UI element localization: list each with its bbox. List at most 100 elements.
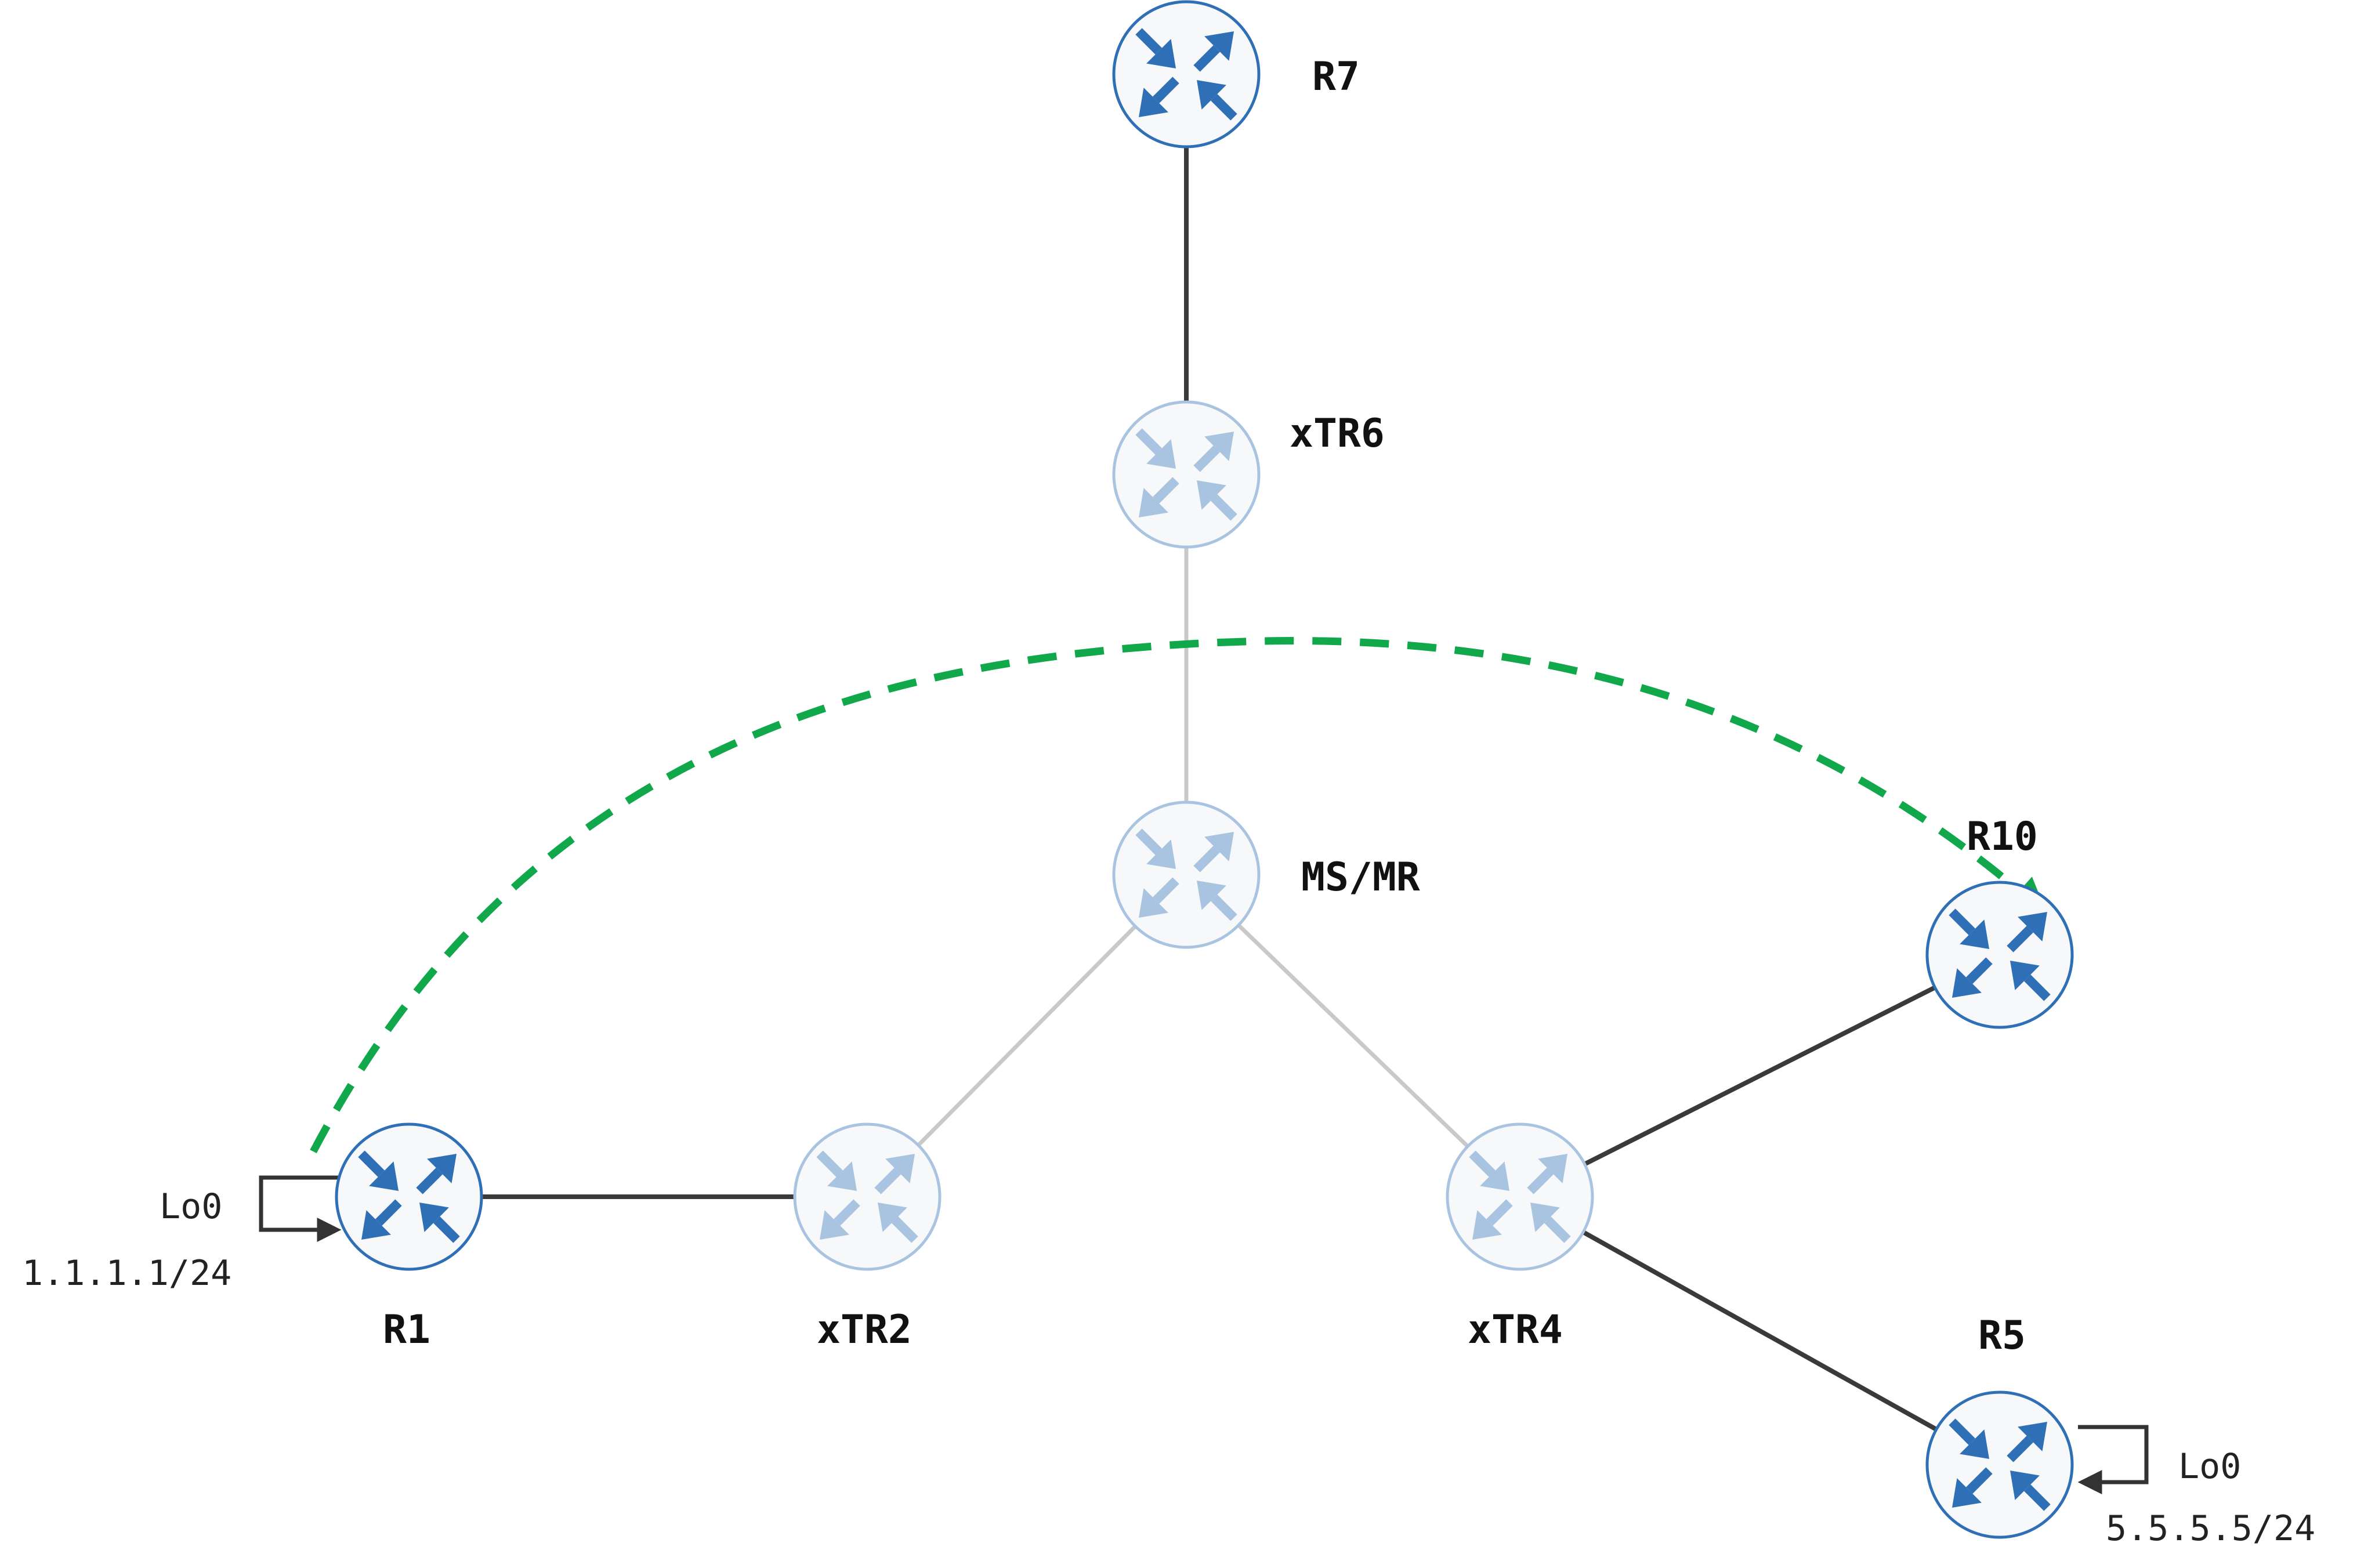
router-icon (1135, 28, 1237, 121)
router-arrow-shaft (1966, 1467, 1993, 1494)
router-arrow-shaft (1193, 45, 1220, 72)
loopback-r5-name: Lo0 (2178, 1446, 2241, 1487)
link-xtr4-r10 (1519, 953, 2001, 1199)
node-label-xtr4: xTR4 (1468, 1307, 1563, 1353)
router-icon (1469, 1150, 1571, 1243)
router-arrow-shaft (1211, 494, 1237, 521)
router-xtr6[interactable] (1112, 400, 1261, 549)
router-arrow-head (361, 1210, 391, 1240)
router-arrow-head (2018, 912, 2047, 941)
router-arrow-head (1952, 968, 1982, 998)
router-icon (816, 1150, 918, 1243)
loopback-r1-name: Lo0 (160, 1186, 222, 1227)
r1-to-r10-path-arrow (310, 637, 2048, 1154)
loopback-r1: Lo0 1.1.1.1/24 (22, 1175, 342, 1294)
router-xtr2-body (793, 1122, 942, 1271)
router-arrow-shaft (375, 1199, 402, 1226)
router-arrow-head (2018, 1422, 2047, 1451)
router-arrow-shaft (816, 1150, 843, 1177)
node-label-r1: R1 (383, 1307, 430, 1353)
loopback-r1-arrow (259, 1175, 342, 1242)
router-arrow-head (419, 1203, 449, 1232)
router-arrow-head (1146, 439, 1176, 469)
router-arrow-shaft (2024, 975, 2051, 1001)
router-arrow-head (1146, 39, 1176, 68)
router-xtr4-body (1446, 1122, 1594, 1271)
router-icon (1135, 828, 1237, 921)
router-arrow-shaft (1211, 94, 1237, 121)
router-r7[interactable] (1112, 0, 1261, 149)
router-arrow-shaft (1211, 895, 1237, 921)
router-r7-body (1112, 0, 1261, 149)
router-arrow-head (1197, 881, 1226, 910)
router-arrow-head (1204, 31, 1234, 61)
router-r10[interactable] (1925, 881, 2074, 1029)
router-arrow-shaft (2024, 1484, 2051, 1511)
router-arrow-shaft (834, 1199, 860, 1226)
loopback-r5: Lo0 5.5.5.5/24 (2077, 1425, 2315, 1549)
router-arrow-shaft (1527, 1168, 1554, 1194)
router-icon (1135, 428, 1237, 521)
router-arrow-head (1197, 480, 1226, 510)
router-arrow-shaft (1153, 477, 1179, 504)
router-arrow-head (1472, 1210, 1502, 1240)
router-xtr4[interactable] (1446, 1122, 1594, 1271)
router-arrow-shaft (1153, 877, 1179, 904)
router-arrow-shaft (2007, 926, 2033, 953)
router-arrow-shaft (433, 1216, 460, 1243)
router-arrow-shaft (1135, 828, 1162, 855)
router-arrow-head (1146, 839, 1176, 869)
router-arrow-head (1952, 1478, 1982, 1508)
router-arrow-head (878, 1203, 907, 1232)
router-arrow-shaft (1544, 1216, 1571, 1243)
node-label-r7: R7 (1312, 54, 1360, 100)
link-msmr-xtr2 (866, 873, 1188, 1198)
router-msmr[interactable] (1112, 801, 1261, 949)
router-icon (1949, 908, 2051, 1001)
router-arrow-shaft (1193, 446, 1220, 472)
router-arrow-head (1197, 80, 1226, 110)
node-label-r5: R5 (1978, 1313, 2026, 1359)
router-arrow-head (1139, 88, 1168, 117)
router-xtr2[interactable] (793, 1122, 942, 1271)
router-arrow-head (1139, 488, 1168, 517)
router-arrow-head (1530, 1203, 1560, 1232)
router-arrow-shaft (2007, 1436, 2033, 1462)
link-msmr-xtr4 (1185, 873, 1522, 1198)
router-arrow-shaft (1486, 1199, 1513, 1226)
router-arrow-head (369, 1161, 399, 1191)
router-arrow-shaft (1949, 908, 1975, 935)
router-arrow-head (1960, 919, 1989, 949)
router-arrow-shaft (892, 1216, 918, 1243)
router-r5-body (1925, 1390, 2074, 1539)
router-arrow-shaft (1135, 28, 1162, 55)
router-arrow-shaft (416, 1168, 443, 1194)
loopback-r5-arrow (2077, 1425, 2149, 1494)
router-arrow-shaft (874, 1168, 901, 1194)
router-r5[interactable] (1925, 1390, 2074, 1539)
node-label-xtr2: xTR2 (817, 1307, 912, 1353)
node-label-r10: R10 (1967, 814, 2038, 860)
router-r10-body (1925, 881, 2074, 1029)
router-arrow-head (1538, 1154, 1567, 1183)
router-arrow-shaft (358, 1150, 385, 1177)
router-arrow-head (1204, 432, 1234, 461)
router-msmr-body (1112, 801, 1261, 949)
router-arrow-head (1139, 888, 1168, 918)
node-label-msmr: MS/MR (1301, 854, 1420, 900)
router-arrow-head (820, 1210, 849, 1240)
loopback-r1-address: 1.1.1.1/24 (22, 1253, 231, 1294)
nodes-layer (335, 0, 2074, 1539)
router-arrow-head (427, 1154, 457, 1183)
router-arrow-head (2010, 1471, 2040, 1500)
router-r1[interactable] (335, 1122, 483, 1271)
router-arrow-head (2010, 961, 2040, 990)
router-arrow-head (1960, 1429, 1989, 1459)
router-arrow-shaft (1949, 1418, 1975, 1445)
links-layer (409, 74, 2001, 1467)
router-r1-body (335, 1122, 483, 1271)
router-arrow-head (1204, 832, 1234, 861)
router-arrow-shaft (1193, 846, 1220, 872)
